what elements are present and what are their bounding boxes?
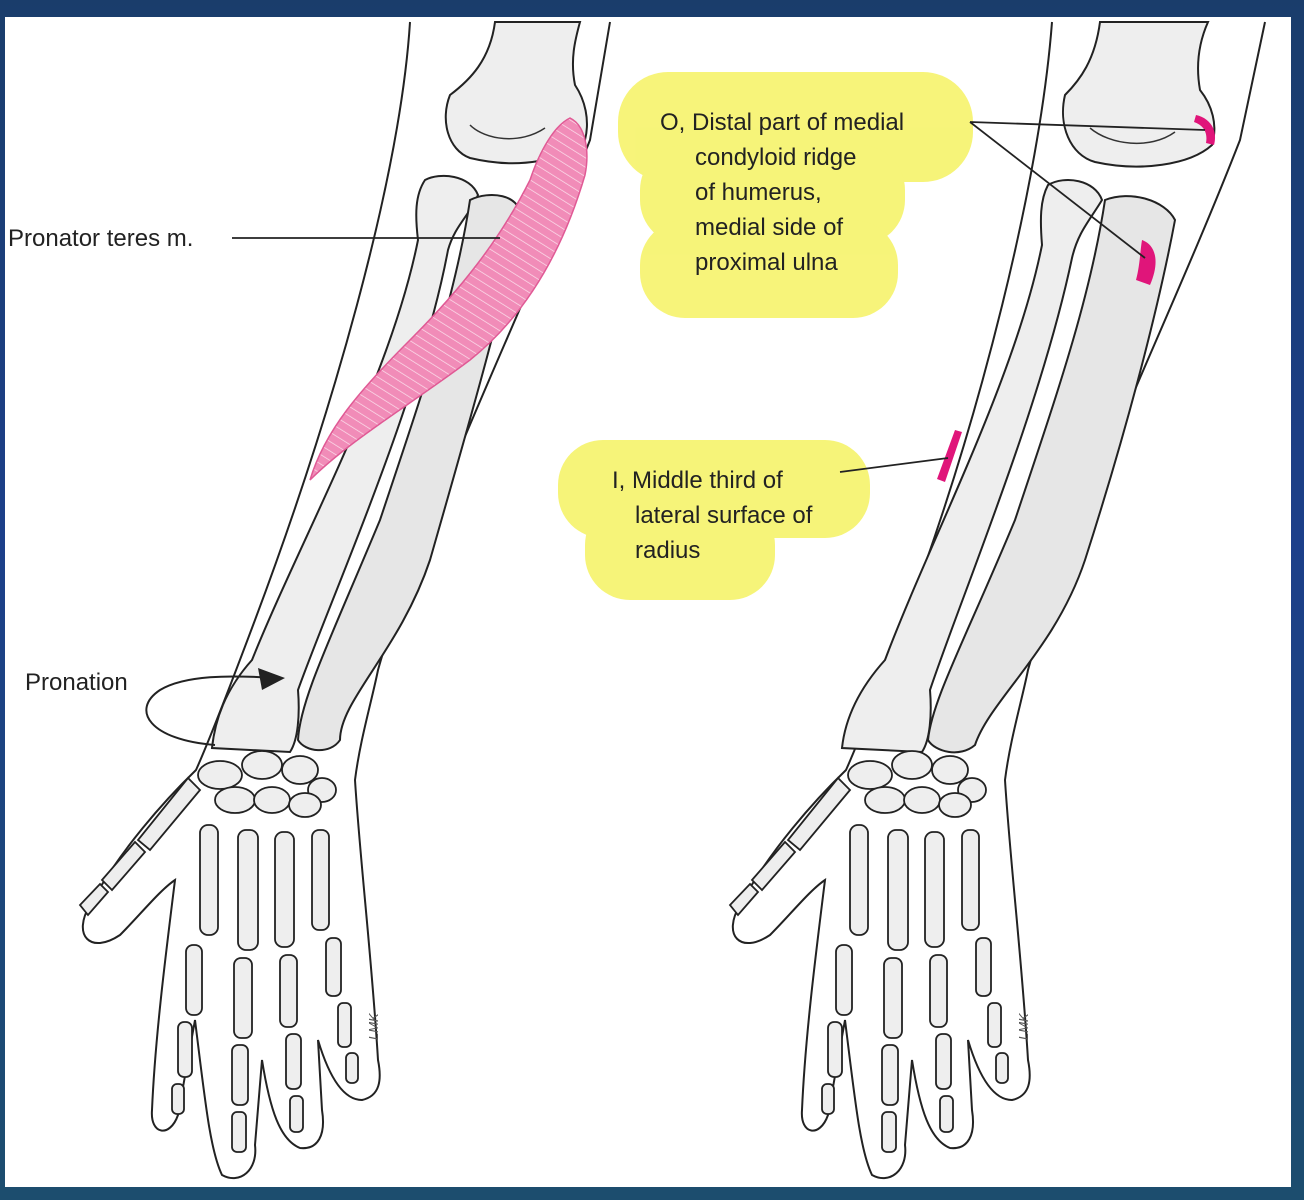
- insertion-label-line-2: lateral surface of: [635, 502, 813, 529]
- left-thumb-bones: [78, 776, 202, 917]
- right-humerus: [1062, 21, 1216, 168]
- left-humerus: [444, 21, 588, 165]
- insertion-leader-line: [839, 457, 949, 473]
- origin-label-line-5: proximal ulna: [695, 249, 838, 276]
- left-arm-outline: [81, 21, 611, 1180]
- pronation-arrow-head: [258, 668, 285, 690]
- origin-label-line-3: of humerus,: [695, 179, 822, 206]
- origin-leader-lines: [969, 121, 1206, 259]
- insertion-mark-radius: [937, 430, 962, 482]
- origin-label-line-4: medial side of: [695, 214, 843, 241]
- left-artist-signature: LMK: [366, 1012, 381, 1040]
- right-artist-signature: LMK: [1016, 1012, 1031, 1040]
- right-arm-figure: O, Distal part of medial condyloid ridge…: [558, 21, 1266, 1180]
- origin-highlight: [618, 72, 973, 318]
- right-finger-bones: [821, 824, 1009, 1153]
- pronator-teres-muscle: [309, 117, 588, 481]
- pronation-label: Pronation: [25, 669, 128, 696]
- insertion-label-line-3: radius: [635, 537, 700, 564]
- origin-mark-ulna: [1136, 240, 1156, 285]
- right-carpals: [847, 750, 987, 818]
- origin-label-line-2: condyloid ridge: [695, 144, 856, 171]
- right-thumb-bones: [728, 776, 852, 917]
- origin-label-line-1: O, Distal part of medial: [660, 109, 904, 136]
- left-arm-figure: Pronator teres m. Pronation LMK: [8, 21, 611, 1180]
- insertion-highlight: [558, 440, 870, 600]
- left-radius: [210, 174, 480, 754]
- right-ulna: [926, 195, 1177, 754]
- left-finger-bones: [171, 824, 359, 1153]
- pronation-arrow-curve: [145, 675, 276, 746]
- left-carpals: [197, 750, 337, 818]
- right-arm-outline: [731, 21, 1266, 1180]
- pronator-teres-label: Pronator teres m.: [8, 225, 193, 252]
- insertion-label-line-1: I, Middle third of: [612, 467, 783, 494]
